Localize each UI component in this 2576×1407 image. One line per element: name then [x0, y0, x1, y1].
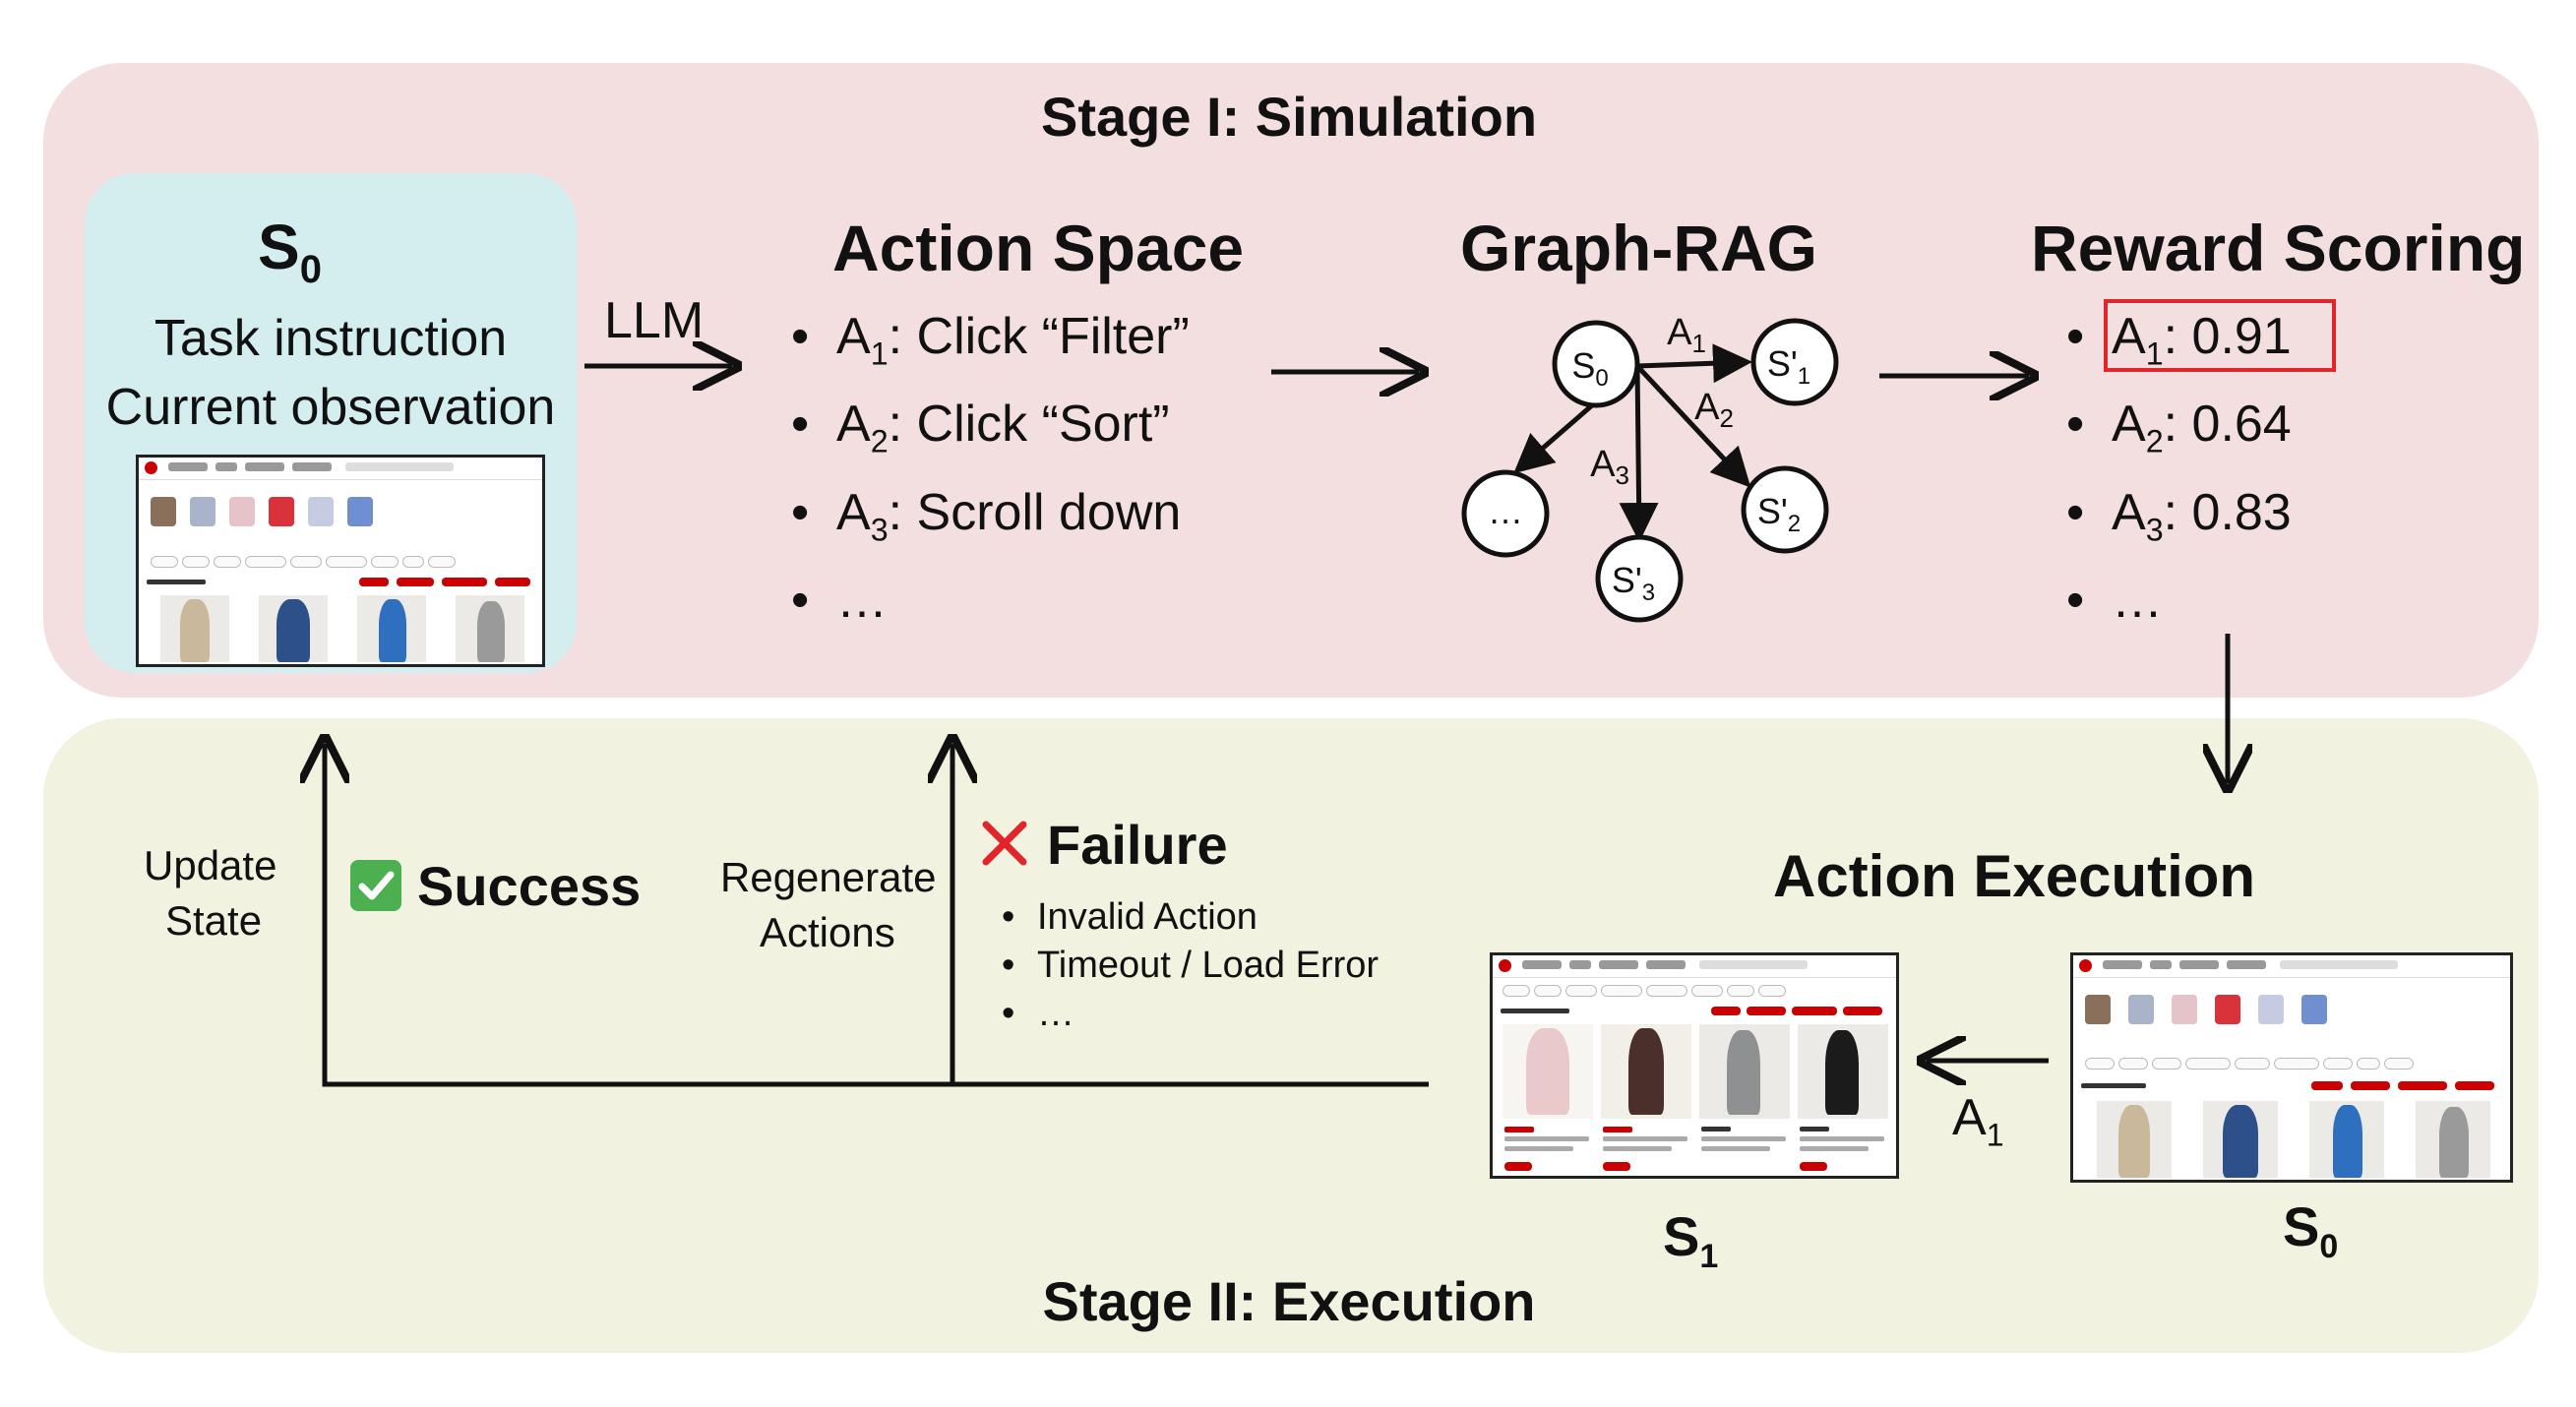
reward-item: •A2: 0.64: [2066, 389, 2292, 476]
action-space-title: Action Space: [832, 212, 1245, 284]
bullet-icon: •: [2066, 396, 2085, 454]
failure-item: •Timeout / Load Error: [1002, 942, 1379, 990]
failure-item: •…: [1002, 990, 1379, 1038]
action-item: •A2: Click “Sort”: [791, 389, 1190, 476]
graph-node-s3: [1595, 534, 1684, 623]
graph-node-s2: [1741, 465, 1829, 554]
update-state-line1: Update: [144, 842, 277, 888]
action-item: •A1: Click “Filter”: [791, 301, 1190, 389]
graph-node-s0-text: S0: [1571, 345, 1608, 392]
update-state-arrow: [325, 744, 1429, 1087]
s0-task-instruction: Task instruction: [153, 310, 508, 367]
graph-edge-a2-label: A2: [1694, 387, 1734, 433]
failure-list: •Invalid Action•Timeout / Load Error•…: [1002, 893, 1379, 1038]
s1-label: S1: [1663, 1205, 1719, 1276]
stage1-title: Stage I: Simulation: [1040, 86, 1538, 148]
graph-node-s0: [1552, 320, 1640, 408]
reward-item: •A1: 0.91: [2066, 301, 2292, 389]
execution-edge-label: A1: [1952, 1089, 2004, 1153]
s0-exec-label: S0: [2283, 1195, 2339, 1266]
cross-icon: [980, 819, 1029, 868]
s1-result-screenshot: [1490, 952, 1899, 1179]
bullet-icon: •: [1002, 896, 1015, 938]
failure-item: •Invalid Action: [1002, 893, 1379, 942]
graph-edge-a1: [1636, 343, 1752, 384]
s0-observation-screenshot: [136, 455, 545, 667]
bullet-icon: •: [2066, 572, 2085, 630]
action-execution-title: Action Execution: [1773, 843, 2256, 909]
graph-edge-a2: [1635, 364, 1751, 488]
bullet-icon: •: [1002, 945, 1015, 986]
graph-edge-a3-label: A3: [1590, 444, 1629, 490]
bullet-icon: •: [791, 483, 810, 541]
success-label: Success: [417, 855, 642, 917]
action-item: •…: [791, 565, 1190, 652]
bullet-icon: •: [2066, 483, 2085, 541]
bullet-icon: •: [2066, 308, 2085, 365]
graph-edge-a1-label: A1: [1667, 312, 1706, 358]
s0-execution-screenshot: [2070, 952, 2513, 1183]
action-item: •A3: Scroll down: [791, 477, 1190, 565]
s0-label: S0: [258, 212, 322, 291]
graph-node-s2-text: S'2: [1757, 491, 1801, 537]
graph-rag-title: Graph-RAG: [1460, 212, 1817, 284]
graph-node-s3-text: S'3: [1612, 560, 1655, 606]
bullet-icon: •: [791, 396, 810, 454]
check-icon: [350, 860, 401, 911]
graph-node-more-text: …: [1488, 491, 1523, 531]
graph-node-s1: [1750, 318, 1839, 406]
reward-item: •A3: 0.83: [2066, 477, 2292, 565]
bullet-icon: •: [791, 572, 810, 630]
stage2-title: Stage II: Execution: [1042, 1270, 1536, 1332]
bullet-icon: •: [791, 308, 810, 365]
reward-item: •…: [2066, 565, 2292, 652]
regenerate-line2: Actions: [760, 909, 895, 955]
reward-scoring-list: •A1: 0.91•A2: 0.64•A3: 0.83•…: [2066, 301, 2292, 653]
llm-label: LLM: [604, 292, 705, 349]
best-action-highlight-box: [2104, 299, 2336, 372]
graph-node-s1-text: S'1: [1767, 343, 1810, 390]
failure-title: Failure: [1047, 814, 1228, 876]
s0-current-observation: Current observation: [105, 379, 556, 436]
graph-edge-a3: [1619, 365, 1659, 542]
bullet-icon: •: [1002, 993, 1015, 1034]
graph-node-more: [1461, 469, 1550, 558]
reward-scoring-title: Reward Scoring: [2031, 212, 2526, 284]
regenerate-line1: Regenerate: [720, 854, 937, 900]
update-state-line2: State: [165, 897, 263, 944]
action-space-list: •A1: Click “Filter”•A2: Click “Sort”•A3:…: [791, 301, 1190, 653]
